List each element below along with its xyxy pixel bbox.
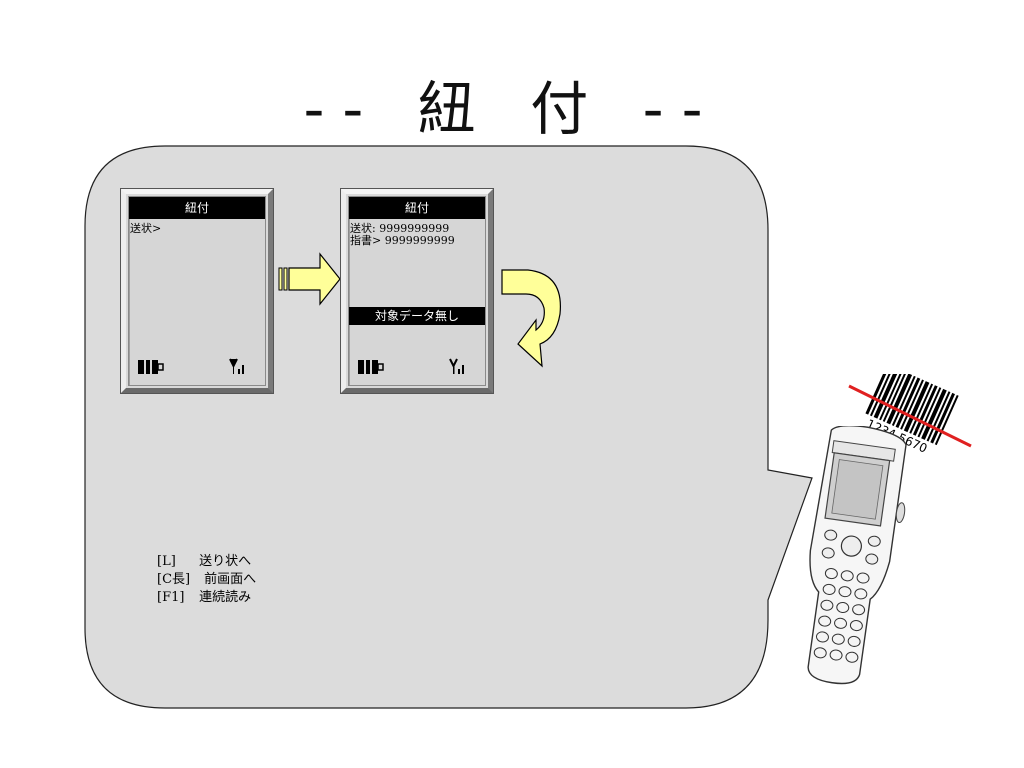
legend-row: [L] 送り状へ [157, 553, 256, 571]
screen-line: 指書> 9999999999 [350, 234, 455, 247]
battery-icon [138, 360, 164, 374]
handheld-scanner [807, 426, 907, 685]
legend-row: [C長] 前画面へ [157, 571, 256, 589]
key-label: [F1] [157, 590, 185, 605]
key-legend: [L] 送り状へ [C長] 前画面へ [F1] 連続読み [157, 553, 256, 607]
screen-line: 送状: 9999999999 [350, 222, 450, 235]
terminal-screen-2: 紐付 送状: 9999999999 指書> 9999999999 対象データ無し [340, 188, 494, 394]
screen-header: 紐付 [349, 197, 485, 219]
key-label: [C長] [157, 572, 191, 587]
signal-icon [229, 358, 244, 374]
key-action: 連続読み [199, 590, 252, 605]
battery-icon [358, 360, 384, 374]
curved-arrow-icon [501, 269, 561, 368]
page-title: -- 紐 付 -- [303, 75, 721, 143]
key-label: [L] [157, 554, 176, 569]
key-action: 前画面へ [204, 572, 257, 587]
screen-header: 紐付 [129, 197, 265, 219]
key-action: 送り状へ [199, 554, 252, 569]
status-message: 対象データ無し [349, 307, 485, 325]
legend-row: [F1] 連続読み [157, 589, 256, 607]
barcode: 1234 5670 [848, 374, 972, 456]
signal-icon [449, 358, 464, 374]
screen-line: 送状> [130, 222, 162, 235]
scan-line [848, 384, 972, 448]
right-arrow-icon [278, 252, 341, 306]
terminal-screen-1: 紐付 送状> [120, 188, 274, 394]
